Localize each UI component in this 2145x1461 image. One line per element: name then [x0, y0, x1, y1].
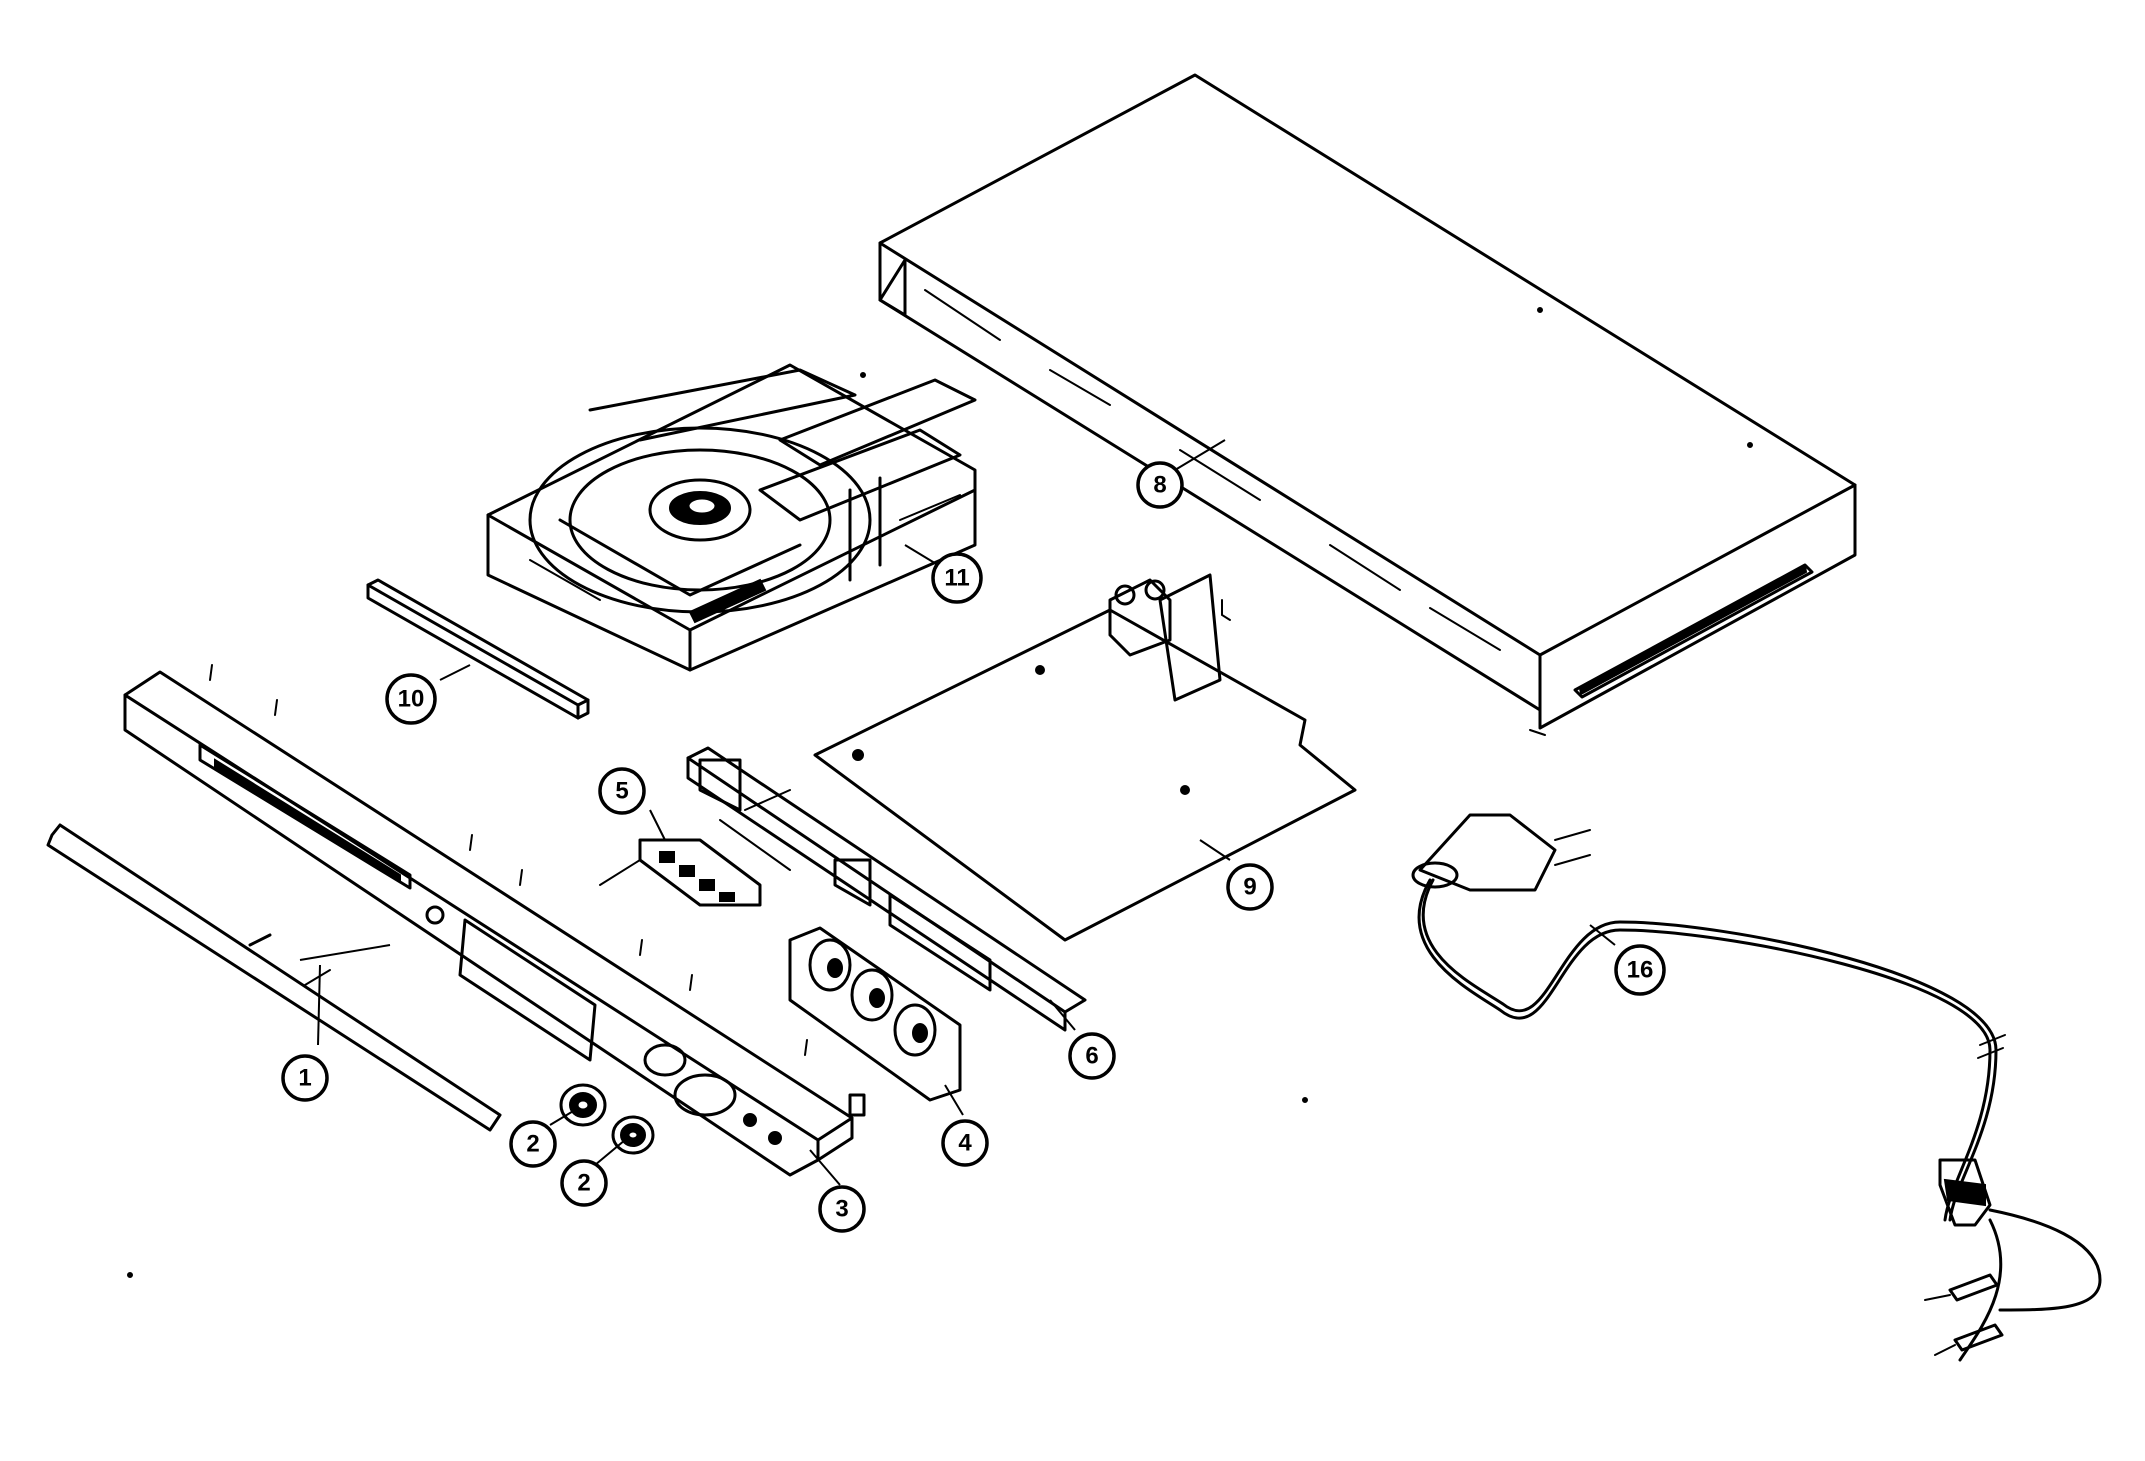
callout-6: 6 [1068, 1032, 1116, 1080]
callout-3-label: 3 [835, 1196, 848, 1223]
control-pcb [686, 746, 1087, 1032]
window-strip [46, 823, 502, 1132]
callout-4-label: 4 [958, 1130, 972, 1157]
scan-specks [127, 307, 1753, 1278]
disc-loader [486, 363, 977, 672]
power-cord [1411, 813, 2102, 1362]
button-board [638, 838, 762, 907]
front-panel [123, 664, 866, 1177]
callout-8: 8 [1136, 461, 1184, 509]
callout-5: 5 [598, 767, 646, 815]
knob-a [559, 1083, 607, 1127]
callout-5-label: 5 [615, 778, 628, 805]
callout-10-label: 10 [398, 686, 425, 713]
callout-2b: 2 [560, 1159, 608, 1207]
callout-3: 3 [818, 1185, 866, 1233]
light-guide-strip [366, 578, 590, 720]
callout-9: 9 [1226, 863, 1274, 911]
callout-4: 4 [941, 1119, 989, 1167]
top-cover [878, 73, 1857, 736]
callout-11-label: 11 [944, 565, 969, 592]
leader-lines [299, 439, 1616, 1186]
knob-b [611, 1115, 655, 1155]
jack-board [788, 926, 962, 1102]
callout-2a: 2 [509, 1120, 557, 1168]
callout-2a-label: 2 [526, 1131, 539, 1158]
callout-2b-label: 2 [577, 1170, 590, 1197]
callout-1: 1 [281, 1054, 329, 1102]
callout-16-label: 16 [1627, 957, 1654, 984]
callout-1-label: 1 [298, 1065, 311, 1092]
callout-6-label: 6 [1085, 1043, 1098, 1070]
main-pcb [813, 573, 1357, 942]
callout-11: 11 [931, 552, 983, 604]
callout-16: 16 [1614, 944, 1666, 996]
callout-10: 10 [385, 673, 437, 725]
callout-9-label: 9 [1243, 874, 1256, 901]
callout-8-label: 8 [1153, 472, 1166, 499]
